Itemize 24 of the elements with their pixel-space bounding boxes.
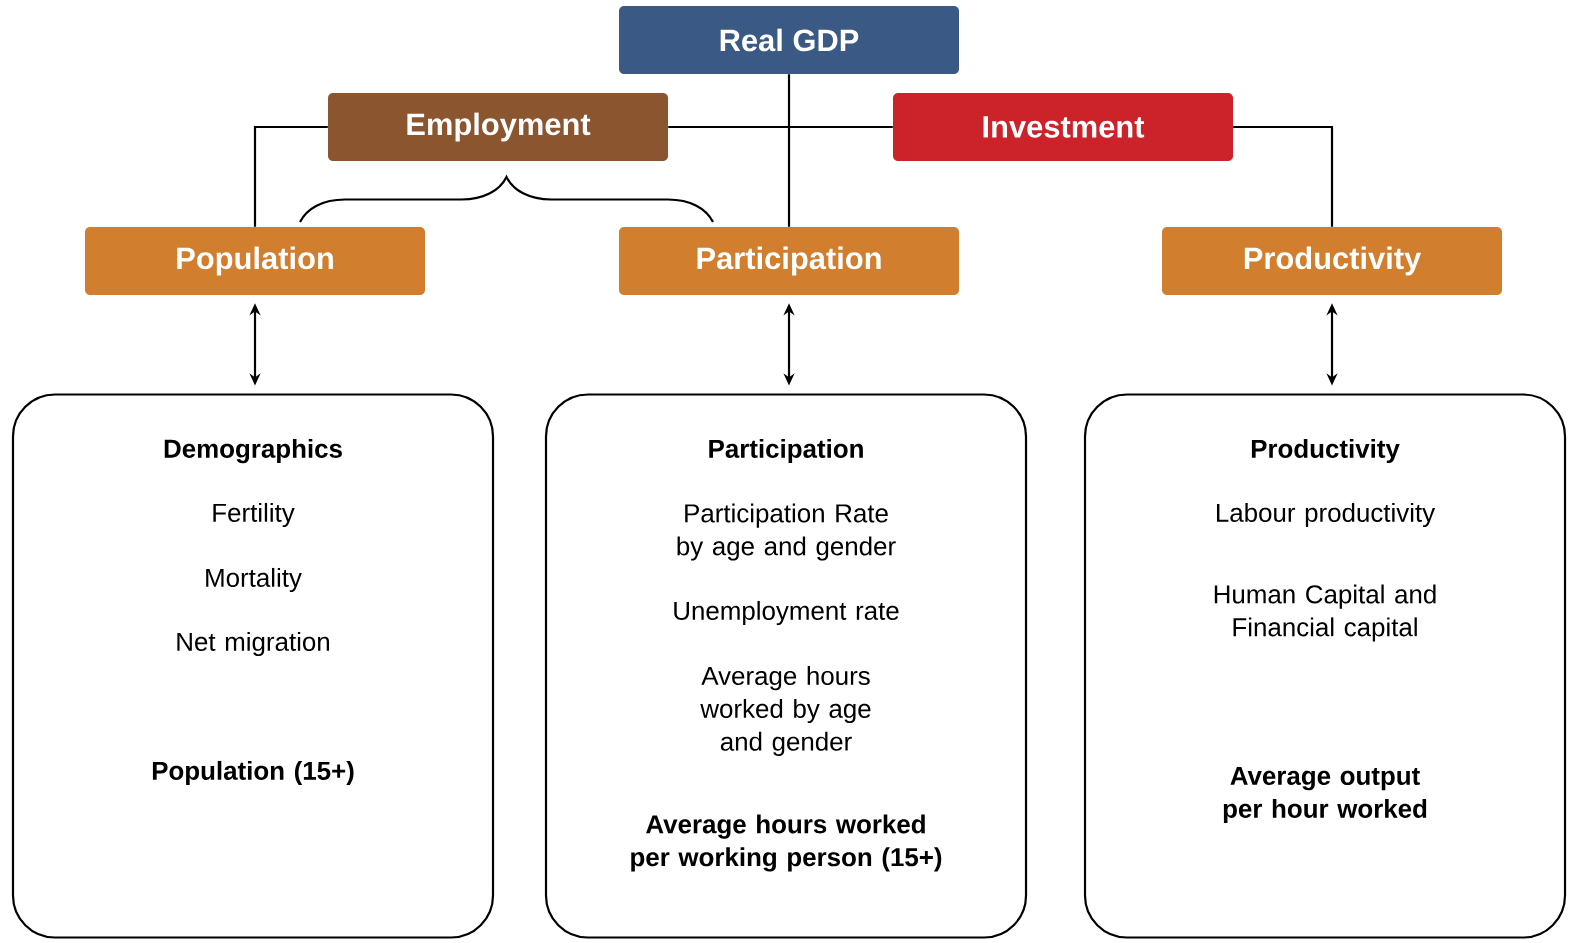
category-box: Investment — [893, 93, 1233, 161]
connector-line — [1233, 125, 1334, 227]
factor-text: Human Capital and Financial capital — [1214, 584, 1436, 642]
factor-text: Labour productivity — [1217, 502, 1436, 528]
category-box: Population — [85, 227, 425, 295]
panel-heading: Productivity — [1251, 438, 1400, 464]
category-box: Productivity — [1162, 227, 1502, 295]
factor-text: Participation Rate by age and gender — [677, 503, 896, 561]
factor-text: Net migration — [177, 631, 330, 657]
panel-summary: Average hours worked per working person (15+) — [631, 814, 942, 872]
panel-summary: Average output per hour worked — [1223, 766, 1427, 824]
factor-text: Average hours worked by age and gender — [700, 666, 871, 756]
connector-line — [253, 125, 328, 227]
factor-text: Fertility — [213, 502, 295, 528]
category-box: Participation — [619, 227, 959, 295]
factor-text: Unemployment rate — [674, 600, 899, 626]
panel-heading: Participation — [709, 438, 863, 464]
category-box: Employment — [328, 93, 668, 161]
panel-heading: Demographics — [164, 438, 342, 464]
factor-text: Mortality — [206, 567, 302, 593]
connector-line — [787, 74, 791, 227]
panel-summary: Population (15+) — [152, 760, 354, 786]
connector-line — [668, 125, 893, 129]
category-box: Real GDP — [619, 6, 959, 74]
